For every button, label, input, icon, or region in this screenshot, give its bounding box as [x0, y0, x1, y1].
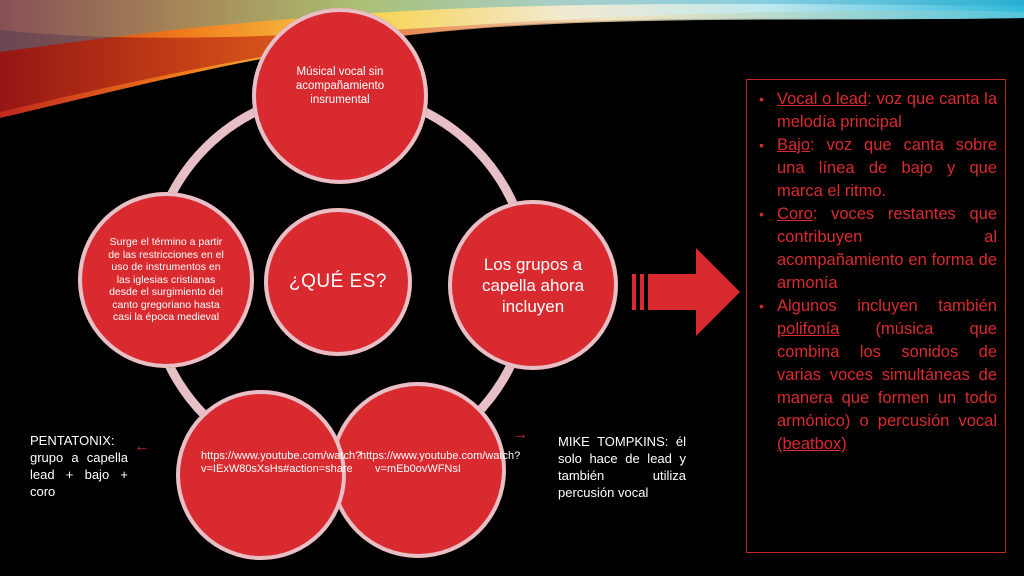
desc-lead: : voz que canta la melodía principal: [777, 90, 997, 131]
decorative-swoosh: [0, 0, 1024, 118]
pre-polifonia: Algunos incluyen también: [777, 297, 997, 315]
circle-right-text: Los grupos a capella ahora incluyen: [481, 254, 585, 316]
desc-polifonia: (música que combina los sonidos de varia…: [777, 320, 997, 430]
arrow-right-icon: →: [512, 426, 528, 443]
desc-bajo: : voz que canta sobre una línea de bajo …: [777, 136, 997, 200]
term-bajo: Bajo: [777, 136, 811, 154]
desc-coro: : voces restantes que contribuyen al aco…: [777, 205, 997, 292]
term-coro: Coro: [777, 205, 813, 223]
term-lead: Vocal o lead: [777, 90, 868, 108]
circle-left-text: Surge el término a partir de las restric…: [108, 235, 224, 324]
term-polifonia: polifonía: [777, 320, 840, 338]
list-item-coro: Coro: voces restantes que contribuyen al…: [759, 203, 997, 295]
circle-top-definition: Músical vocal sin acompañamiento insrume…: [252, 8, 428, 184]
youtube-link-tompkins[interactable]: https://www.youtube.com/watch?v=mEb0ovWF…: [360, 450, 521, 475]
list-item-polifonia: Algunos incluyen también polifonía (músi…: [759, 295, 997, 456]
big-right-arrow-icon: [632, 248, 740, 336]
youtube-link-pentatonix[interactable]: https://www.youtube.com/watch?v=IExW80sX…: [201, 450, 362, 475]
list-item-bajo: Bajo: voz que canta sobre una línea de b…: [759, 134, 997, 203]
term-beatbox: (beatbox): [777, 435, 847, 453]
arrow-left-icon: ←: [134, 438, 150, 455]
caption-pentatonix: PENTATONIX: grupo a capella lead + bajo …: [30, 433, 128, 499]
circle-left-origin: Surge el término a partir de las restric…: [78, 192, 254, 368]
center-title: ¿QUÉ ES?: [289, 271, 387, 292]
circle-top-text: Músical vocal sin acompañamiento insrume…: [295, 66, 385, 106]
voice-types-list: Vocal o lead: voz que canta la melodía p…: [747, 80, 1005, 456]
circle-bottom-right-link[interactable]: https://www.youtube.com/watch?v=mEb0ovWF…: [330, 382, 521, 558]
circle-bottom-left-link[interactable]: https://www.youtube.com/watch?v=IExW80sX…: [176, 390, 362, 560]
list-item-lead: Vocal o lead: voz que canta la melodía p…: [759, 88, 997, 134]
caption-mike-tompkins: MIKE TOMPKINS: él solo hace de lead y ta…: [558, 434, 686, 500]
info-box: Vocal o lead: voz que canta la melodía p…: [746, 79, 1006, 553]
circle-right-groups: Los grupos a capella ahora incluyen: [448, 200, 618, 370]
circle-center-title: ¿QUÉ ES?: [264, 208, 412, 356]
